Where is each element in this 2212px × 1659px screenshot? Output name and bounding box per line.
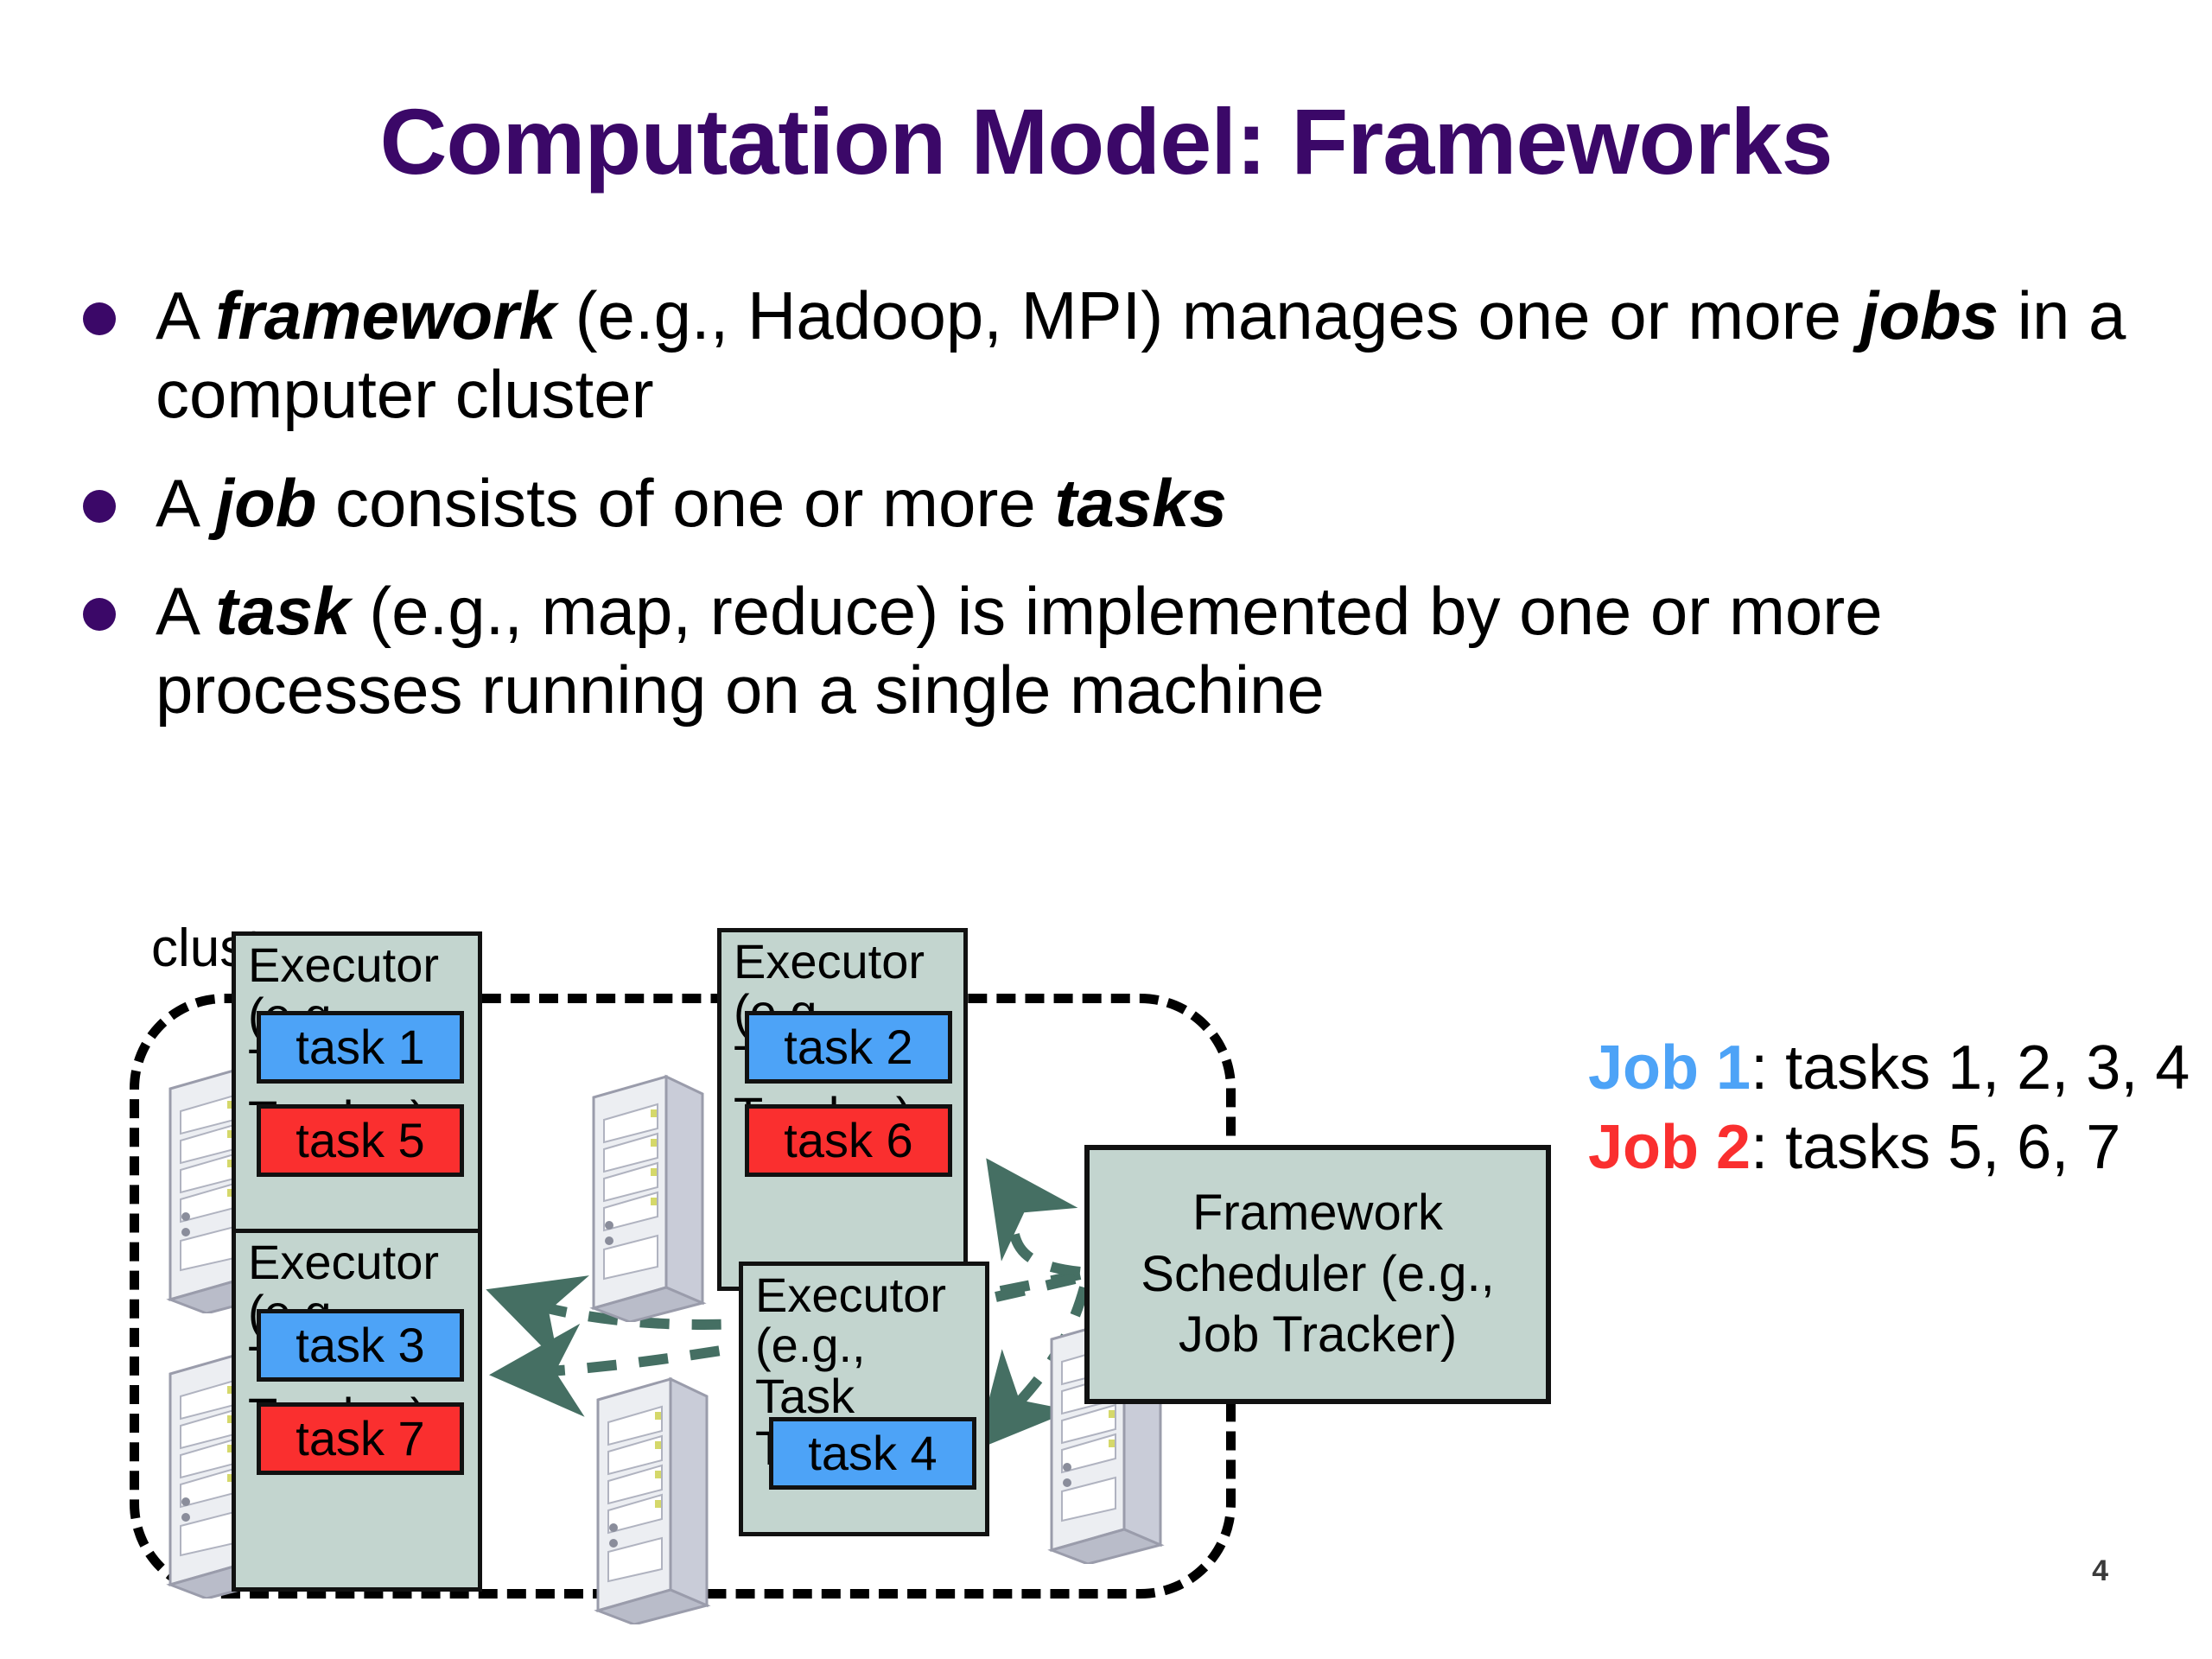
bullet-dot-icon	[83, 597, 116, 631]
bullet-3-em1: task	[215, 572, 351, 649]
legend-job-2-detail: : tasks 5, 6, 7	[1751, 1113, 2121, 1183]
job-legend: Job 1: tasks 1, 2, 3, 4 Job 2: tasks 5, …	[1588, 1028, 2190, 1187]
arrow-scheduler-to-executor-2	[986, 1158, 1081, 1277]
server-tower-icon	[594, 1376, 711, 1624]
bullet-text-job: A job consists of one or more tasks	[156, 464, 1227, 543]
task-box-task-1[interactable]: task 1	[257, 1011, 464, 1084]
bullet-3-mid: (e.g., map, reduce) is implemented by on…	[156, 572, 1883, 728]
bullet-2-mid: consists of one or more	[316, 464, 1055, 541]
bullet-1-post: in a computer cluster	[156, 277, 2126, 433]
cluster-diagram: cluster	[0, 916, 2212, 1659]
bullet-dot-icon	[83, 489, 116, 523]
task-box-task-3[interactable]: task 3	[257, 1309, 464, 1382]
task-box-task-6[interactable]: task 6	[745, 1104, 952, 1177]
bullet-dot-icon	[83, 302, 116, 335]
page-number: 4	[2092, 1554, 2108, 1587]
task-box-task-4[interactable]: task 4	[769, 1417, 976, 1490]
scheduler-line-2: Scheduler (e.g.,	[1141, 1245, 1495, 1302]
scheduler-line-1: Framework	[1192, 1184, 1444, 1241]
legend-job-1-name: Job 1	[1588, 1033, 1751, 1103]
legend-job-1-detail: : tasks 1, 2, 3, 4	[1751, 1033, 2190, 1103]
bullet-list: A framework (e.g., Hadoop, MPI) manages …	[83, 276, 2157, 759]
page-title: Computation Model: Frameworks	[379, 89, 1833, 194]
bullet-2-pre: A	[156, 464, 216, 541]
legend-job-1: Job 1: tasks 1, 2, 3, 4	[1588, 1028, 2190, 1108]
server-tower-icon	[589, 1074, 707, 1322]
executor-4[interactable]: Executor (e.g., Task Tracker)	[739, 1262, 989, 1536]
executor-2-title: Executor	[734, 934, 925, 988]
bullet-2-em1: job	[215, 464, 317, 541]
scheduler-line-3: Job Tracker)	[1178, 1306, 1458, 1363]
bullet-1-em1: framework	[215, 277, 556, 353]
executor-3-title: Executor	[248, 1235, 439, 1289]
bullet-2-em2: tasks	[1054, 464, 1227, 541]
task-box-task-7[interactable]: task 7	[257, 1402, 464, 1475]
executor-1-title: Executor	[248, 938, 439, 992]
bullet-text-task: A task (e.g., map, reduce) is implemente…	[156, 572, 2143, 730]
executor-4-title: Executor	[755, 1268, 946, 1322]
framework-scheduler-box[interactable]: Framework Scheduler (e.g., Job Tracker)	[1084, 1145, 1551, 1404]
bullet-text-framework: A framework (e.g., Hadoop, MPI) manages …	[156, 276, 2143, 435]
task-box-task-5[interactable]: task 5	[257, 1104, 464, 1177]
bullet-1-mid: (e.g., Hadoop, MPI) manages one or more	[556, 277, 1860, 353]
bullet-3-pre: A	[156, 572, 216, 649]
bullet-item-task: A task (e.g., map, reduce) is implemente…	[83, 572, 2157, 730]
bullet-1-pre: A	[156, 277, 216, 353]
bullet-item-framework: A framework (e.g., Hadoop, MPI) manages …	[83, 276, 2157, 435]
task-box-task-2[interactable]: task 2	[745, 1011, 952, 1084]
bullet-1-em2: jobs	[1859, 277, 1999, 353]
bullet-item-job: A job consists of one or more tasks	[83, 464, 2157, 543]
legend-job-2: Job 2: tasks 5, 6, 7	[1588, 1108, 2190, 1187]
legend-job-2-name: Job 2	[1588, 1113, 1751, 1183]
arrow-scheduler-to-executor-4	[976, 1286, 1090, 1451]
